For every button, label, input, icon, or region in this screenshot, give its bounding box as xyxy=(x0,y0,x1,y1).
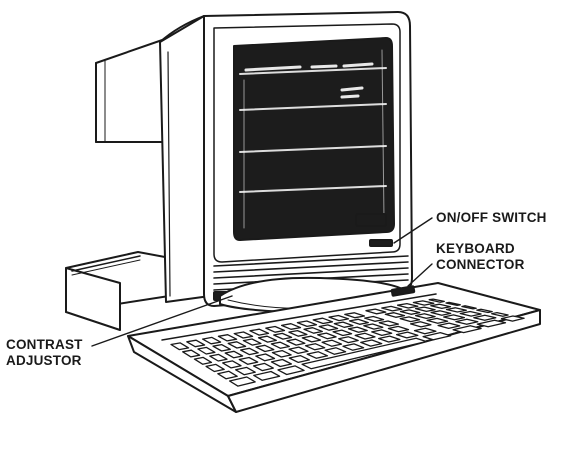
monitor-rear-housing xyxy=(96,38,168,142)
on-off-switch xyxy=(370,240,392,246)
keyboard xyxy=(128,283,540,412)
callout-contrast-adjustor-line2: ADJUSTOR xyxy=(6,353,82,368)
callout-contrast-adjustor: CONTRAST ADJUSTOR xyxy=(6,337,83,369)
callout-on-off-switch: ON/OFF SWITCH xyxy=(436,210,547,226)
callout-keyboard-connector-line1: KEYBOARD xyxy=(436,241,515,256)
callout-keyboard-connector: KEYBOARD CONNECTOR xyxy=(436,241,525,273)
monitor-side-panel xyxy=(160,16,210,302)
callout-contrast-adjustor-line1: CONTRAST xyxy=(6,337,83,352)
crt-screen xyxy=(234,38,394,240)
brand-plate xyxy=(356,214,386,226)
callout-keyboard-connector-line2: CONNECTOR xyxy=(436,257,525,272)
